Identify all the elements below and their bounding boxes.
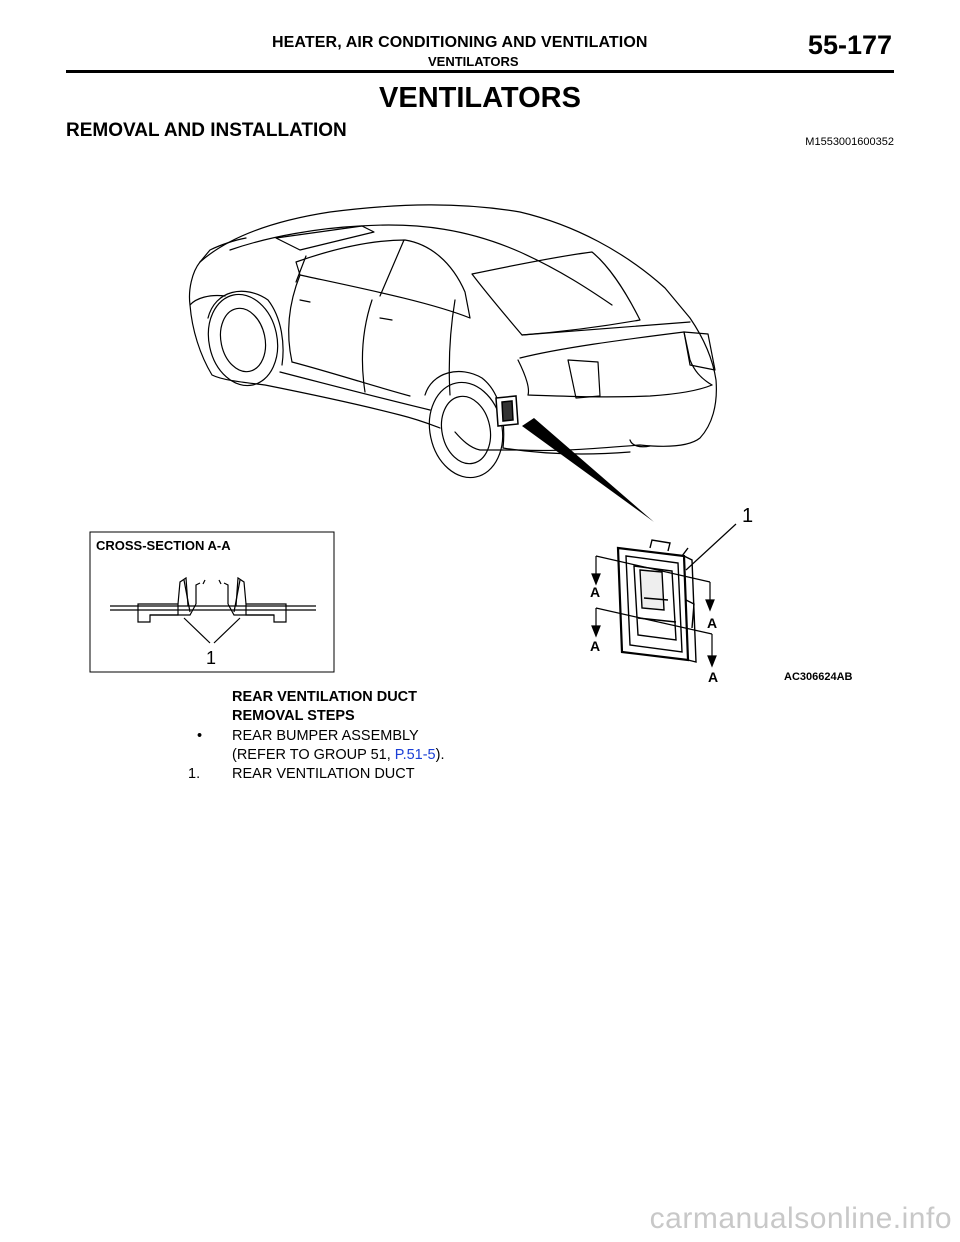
reference-link[interactable]: P.51-5 [394,747,436,763]
section-lines [591,555,717,668]
cross-section-title: CROSS-SECTION A-A [96,538,231,553]
step-line: REAR BUMPER ASSEMBLY [232,728,419,744]
header-section: VENTILATORS [428,54,519,69]
procedure-subheading: REMOVAL STEPS [232,708,355,724]
step-text: (REFER TO GROUP 51, [232,747,395,763]
page-title: VENTILATORS [379,82,581,114]
cross-section-inset [89,531,335,673]
car-illustration [188,204,717,479]
page-number: 55-177 [807,30,892,60]
procedure-block: REAR VENTILATION DUCT REMOVAL STEPS [232,688,417,726]
section-label-a: A [590,638,600,654]
step-bullet-marker: • [197,728,203,744]
section-title: REMOVAL AND INSTALLATION [66,120,347,141]
header-rule [66,70,894,73]
step-rear-bumper: REAR BUMPER ASSEMBLY (REFER TO GROUP 51,… [232,727,444,765]
pointer-wedge [522,418,654,522]
cross-section-drawing [110,576,316,644]
document-code: M1553001600352 [805,136,894,148]
section-label-a: A [590,584,600,600]
procedure-heading: REAR VENTILATION DUCT [232,689,418,705]
vent-location-marker [495,395,519,427]
inset-callout-1: 1 [206,648,216,668]
vent-detail [616,539,697,663]
step-rear-ventilation-duct: REAR VENTILATION DUCT [232,766,415,782]
header-chapter-title: HEATER, AIR CONDITIONING AND VENTILATION [272,34,648,51]
watermark: carmanualsonline.info [649,1202,952,1235]
section-label-a: A [708,669,718,685]
step-text: ). [435,747,445,763]
callout-1: 1 [742,505,753,527]
section-label-a: A [707,615,717,631]
step-number: 1. [188,766,201,782]
figure-code: AC306624AB [784,671,853,683]
step-line: (REFER TO GROUP 51, P.51-5). [232,746,444,765]
